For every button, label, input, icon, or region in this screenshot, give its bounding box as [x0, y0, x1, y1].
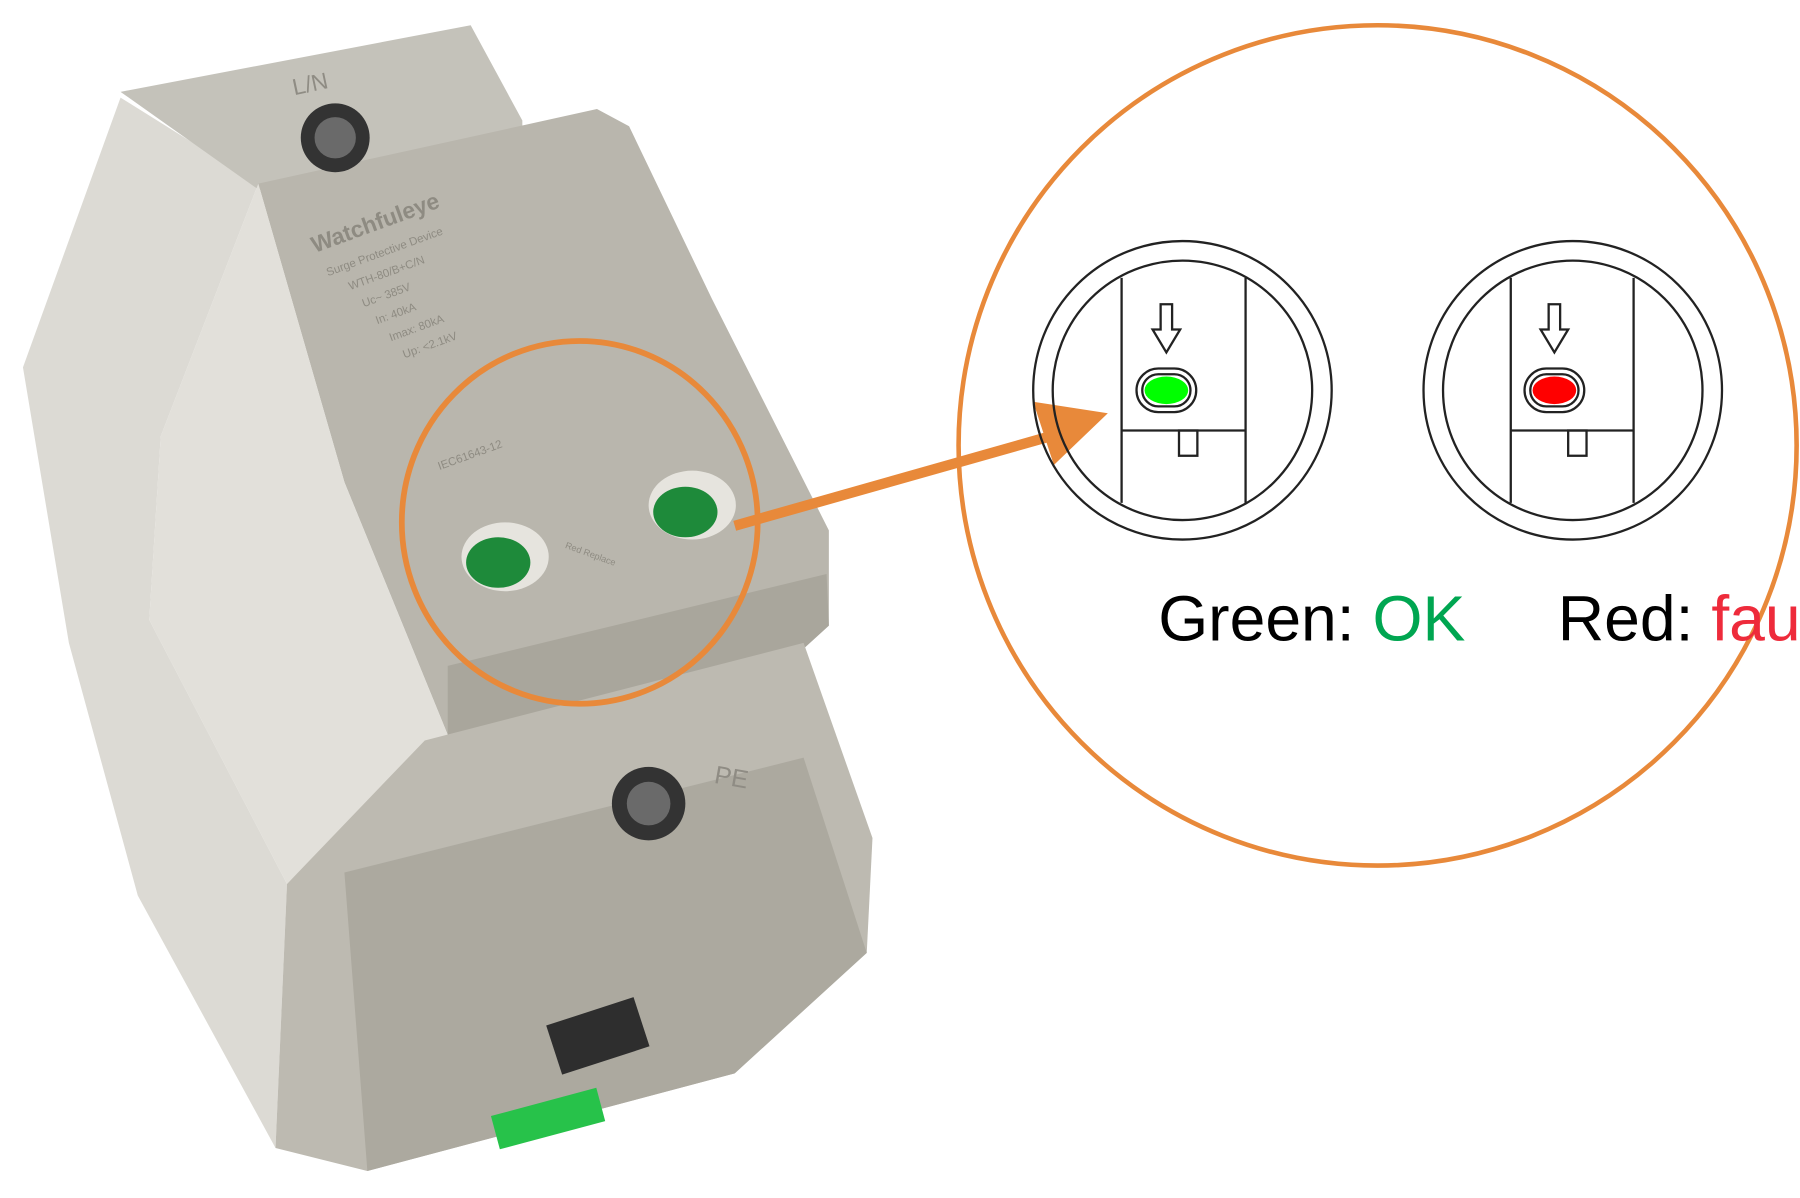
callout-arrowhead-icon: [1033, 401, 1108, 465]
zoom-circle: [956, 22, 1799, 868]
fault-legend: Red: fault: [1433, 583, 1800, 655]
red-led: [1532, 376, 1577, 405]
device-lower-front: [344, 757, 867, 1171]
fault-state: fault: [1711, 583, 1800, 655]
fault-prefix: Red:: [1558, 583, 1712, 655]
device-inner-side: [149, 183, 448, 884]
terminal-pe-label: PE: [712, 761, 750, 794]
device-left-side: [22, 97, 288, 1149]
down-arrow-icon: [1150, 303, 1183, 355]
device-slot: [546, 997, 650, 1075]
ok-prefix: Green:: [1158, 583, 1372, 655]
ok-indicator-drawing: [1032, 239, 1333, 541]
green-led: [1144, 376, 1189, 405]
din-clip: [490, 1087, 606, 1150]
surge-protector-device: L/N PE Watchfuleye Surge Protective Devi…: [22, 25, 873, 1171]
device-front-face: [258, 109, 829, 735]
device-green-indicator: [466, 537, 531, 588]
screw-bottom-head: [626, 781, 671, 826]
down-arrow-icon: [1538, 303, 1571, 355]
fault-indicator-drawing: [1422, 239, 1724, 541]
callout-arrow-shaft: [733, 431, 1052, 531]
device-green-indicator: [653, 486, 718, 538]
screw-top-head: [314, 117, 356, 159]
ok-state: OK: [1373, 583, 1466, 655]
ok-legend: Green: OK: [1033, 583, 1554, 655]
